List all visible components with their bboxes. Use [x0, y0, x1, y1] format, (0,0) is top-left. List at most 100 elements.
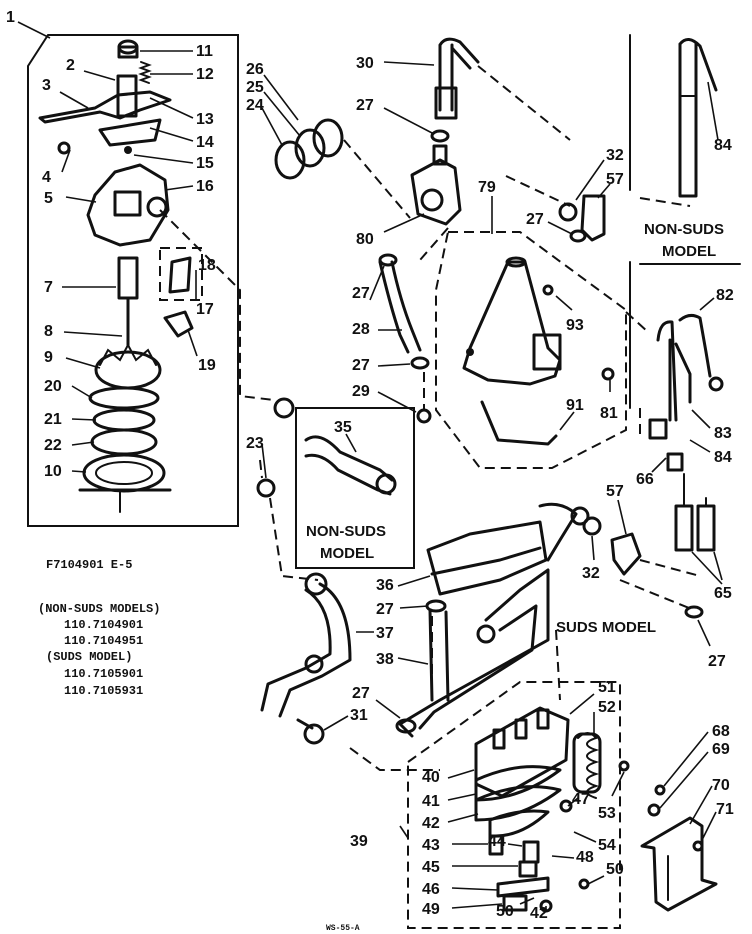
center-lower-hoses: 36 27 37 38 27 31	[260, 502, 590, 771]
model-caption: F7104901 E-5 (NON-SUDS MODELS) 110.71049…	[38, 558, 160, 698]
label-25: 25	[246, 79, 264, 96]
ring-25	[294, 128, 326, 168]
elbow-57b	[610, 532, 642, 576]
label-24: 24	[246, 97, 264, 114]
clamp-32b	[582, 516, 602, 536]
label-3: 3	[42, 77, 51, 94]
label-30: 30	[356, 55, 374, 72]
label-42b: 42	[530, 905, 548, 922]
part-19	[163, 310, 194, 338]
impeller-9	[94, 350, 162, 390]
label-19: 19	[198, 357, 216, 374]
label-12: 12	[196, 66, 214, 83]
ring-24	[274, 140, 306, 180]
leader-1	[17, 21, 51, 39]
bracket-14	[98, 118, 162, 147]
hose-82	[678, 313, 712, 378]
label-79: 79	[478, 179, 496, 196]
washer-27e	[425, 599, 447, 613]
label-5: 5	[44, 190, 53, 207]
label-81: 81	[600, 405, 618, 422]
caption-code: F7104901 E-5	[46, 558, 132, 572]
washer-27b	[378, 253, 398, 267]
filter-65b	[696, 504, 716, 552]
label-37: 37	[376, 625, 394, 642]
hose-28	[390, 260, 422, 352]
gasket-22	[90, 428, 158, 456]
caption-model-3: 110.7105901	[64, 667, 143, 681]
ball-15	[124, 146, 132, 154]
ring-26	[312, 118, 344, 158]
non-suds-box-frame	[295, 407, 415, 569]
label-57b: 57	[606, 483, 624, 500]
label-45: 45	[422, 859, 440, 876]
solenoid-52	[577, 732, 600, 799]
label-32b: 32	[582, 565, 600, 582]
label-29: 29	[352, 383, 370, 400]
bracket-70-group: 68 69 70 71	[640, 723, 734, 912]
label-8: 8	[44, 323, 53, 340]
washer-27a	[430, 129, 450, 143]
part-49	[502, 894, 528, 912]
label-14: 14	[196, 134, 214, 151]
filter-65a	[674, 504, 694, 552]
label-57a: 57	[606, 171, 624, 188]
label-13: 13	[196, 111, 214, 128]
label-10: 10	[44, 463, 62, 480]
label-38: 38	[376, 651, 394, 668]
label-27c: 27	[352, 357, 370, 374]
valve-assembly-frame	[407, 681, 621, 929]
agitator-79	[462, 260, 562, 386]
label-84a: 84	[714, 137, 732, 154]
agitator-group	[435, 196, 627, 469]
spring-12	[138, 61, 152, 84]
suds-connector-group: 57 32 SUDS MODEL 27	[556, 483, 726, 670]
label-41: 41	[422, 793, 440, 810]
seal-21	[92, 408, 156, 432]
screw-50	[578, 878, 590, 890]
valve-stem	[116, 74, 138, 118]
label-1: 1	[6, 9, 15, 26]
label-21: 21	[44, 411, 62, 428]
bracket-46	[496, 876, 550, 898]
upper-connector-group: 32 57 27	[526, 147, 624, 243]
filter-65-group: 66 65	[636, 457, 732, 602]
label-27a: 27	[356, 97, 374, 114]
part-44	[488, 834, 504, 856]
bracket-70	[640, 816, 718, 912]
suds-model-label: SUDS MODEL	[556, 619, 656, 636]
bracket-91	[480, 400, 558, 446]
label-50b: 50	[606, 861, 624, 878]
screw-53	[618, 760, 630, 772]
clamp-32a	[558, 202, 578, 222]
plate-41	[474, 765, 562, 802]
label-32a: 32	[606, 147, 624, 164]
screw-81	[601, 367, 615, 381]
label-27g: 27	[708, 653, 726, 670]
label-51: 51	[598, 679, 616, 696]
center-upper-group	[261, 37, 571, 424]
part-48	[522, 840, 540, 864]
screw-68	[654, 784, 666, 796]
label-40: 40	[422, 769, 440, 786]
label-17: 17	[196, 301, 214, 318]
hose-30	[438, 37, 480, 112]
label-71: 71	[716, 801, 734, 818]
label-4: 4	[42, 169, 51, 186]
label-27f: 27	[352, 685, 370, 702]
label-48: 48	[576, 849, 594, 866]
label-46: 46	[422, 881, 440, 898]
pump-assembly-frame	[27, 34, 239, 527]
label-53: 53	[598, 805, 616, 822]
pump-assembly-labels: 1 2 3 4 5 7 8 9 20 21 22 10 11 12 13 14 …	[6, 9, 216, 480]
part-18	[168, 256, 192, 294]
label-27e: 27	[376, 601, 394, 618]
label-47: 47	[572, 791, 590, 808]
label-42a: 42	[422, 815, 440, 832]
label-39: 39	[350, 833, 368, 850]
label-16: 16	[196, 178, 214, 195]
agitator-frame	[435, 231, 627, 469]
label-70: 70	[712, 777, 730, 794]
caption-suds-heading: (SUDS MODEL)	[46, 650, 132, 664]
